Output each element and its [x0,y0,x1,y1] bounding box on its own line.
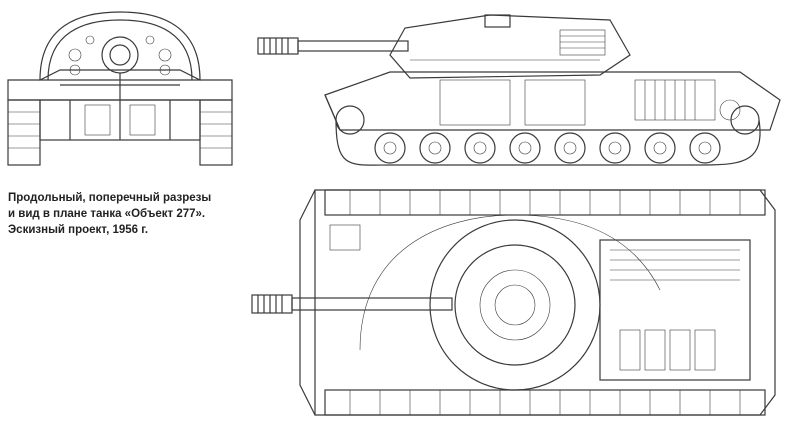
drawing-caption: Продольный, поперечный разрезы и вид в п… [8,190,238,238]
caption-line-2: и вид в плане танка «Объект 277». [8,208,206,220]
front-cross-section [7,11,233,166]
side-longitudinal-section [257,14,781,166]
caption-line-3: Эскизный проект, 1956 г. [8,224,149,236]
plan-view [251,189,776,416]
caption-line-1: Продольный, поперечный разрезы [8,192,212,204]
